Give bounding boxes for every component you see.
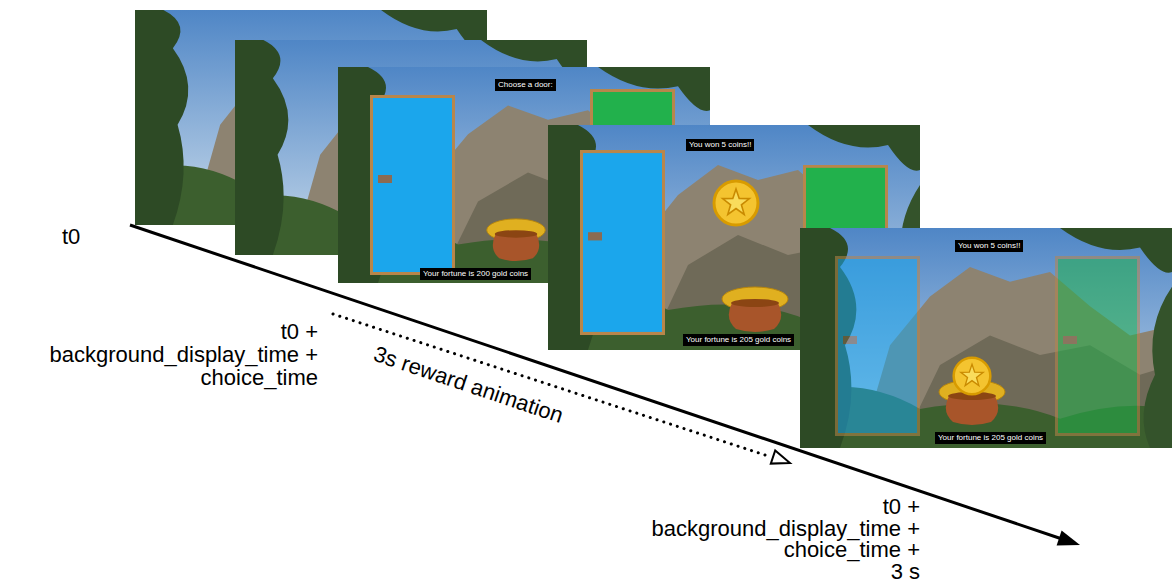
gold-pot: [487, 219, 545, 261]
blue-door: [372, 97, 454, 274]
label-line: choice_time +: [652, 539, 920, 561]
time-label: t0: [62, 226, 80, 248]
caption-text: You won 5 coins!!: [958, 241, 1020, 251]
time-label: t0 + background_display_time + choice_ti…: [652, 496, 920, 582]
time-marker: [771, 450, 790, 463]
screen-caption: Your fortune is 205 gold coins: [935, 432, 1046, 444]
arrow-head: [1057, 530, 1080, 545]
caption-text: Your fortune is 200 gold coins: [423, 269, 528, 279]
blue-door: [837, 258, 919, 435]
label-line: background_display_time +: [50, 343, 318, 366]
label-line: background_display_time +: [652, 518, 920, 540]
caption-text: Your fortune is 205 gold coins: [686, 335, 791, 345]
screen-caption: You won 5 coins!!: [686, 139, 754, 151]
label-line: t0 +: [652, 496, 920, 518]
background: [800, 228, 1172, 448]
label-line: 3s reward animation: [371, 343, 566, 427]
blue-door: [582, 152, 664, 334]
gold-pot: [722, 287, 788, 332]
caption-text: Your fortune is 205 gold coins: [938, 433, 1043, 443]
time-label: t0 + background_display_time + choice_ti…: [50, 320, 318, 389]
screen-caption: You won 5 coins!!: [955, 240, 1023, 252]
screen-caption: Your fortune is 200 gold coins: [420, 268, 531, 280]
time-label: 3s reward animation: [371, 343, 566, 427]
caption-text: You won 5 coins!!: [689, 140, 751, 150]
caption-text: Choose a door:: [498, 80, 553, 90]
screen-frame: [800, 228, 1172, 448]
label-line: choice_time: [50, 366, 318, 389]
green-door: [1057, 258, 1139, 435]
label-line: t0 +: [50, 320, 318, 343]
coin: [714, 181, 758, 225]
screen-caption: Your fortune is 205 gold coins: [683, 334, 794, 346]
label-line: t0: [62, 226, 80, 248]
coin: [954, 358, 991, 395]
label-line: 3 s: [652, 561, 920, 583]
screen-caption: Choose a door:: [495, 79, 556, 91]
